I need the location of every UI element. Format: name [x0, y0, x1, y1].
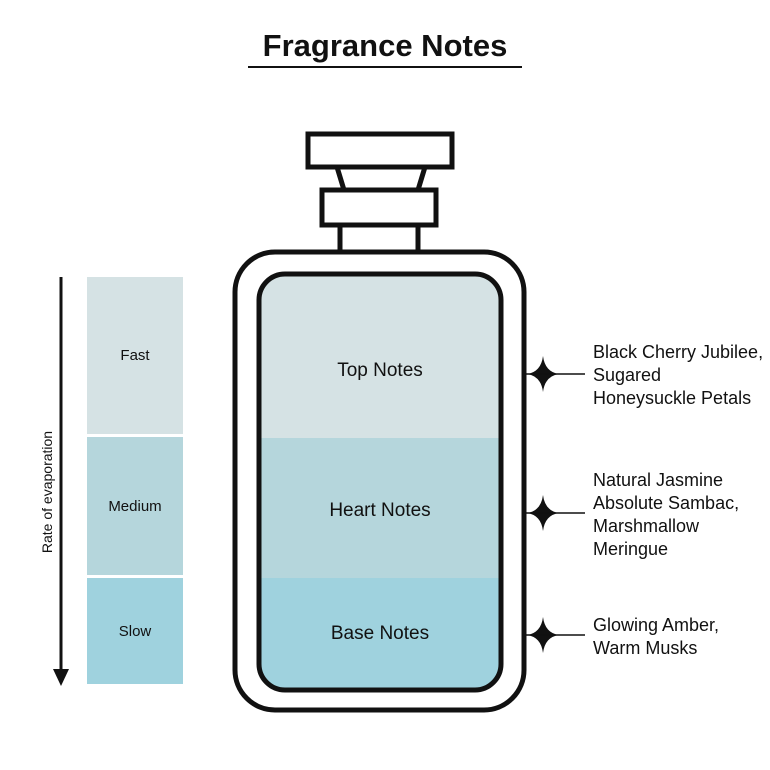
- rate-block-medium: Medium: [87, 437, 183, 575]
- ingredients-base: Glowing Amber, Warm Musks: [593, 615, 720, 658]
- bottle-neck-taper: [334, 164, 428, 193]
- note-label-heart: Heart Notes: [329, 500, 431, 521]
- title-underline: [248, 66, 522, 68]
- bottle-neck: [337, 222, 421, 256]
- rate-label-slow: Slow: [118, 622, 152, 640]
- rate-label-fast: Fast: [120, 347, 150, 364]
- liquid-heart-layer: [259, 438, 501, 578]
- ingredients-top: Black Cherry Jubilee, Sugared Honeysuckl…: [593, 342, 764, 408]
- liquid-top-layer: [259, 274, 501, 438]
- liquid-base-layer: [259, 578, 501, 690]
- arrow-head: [53, 669, 69, 686]
- rate-block-fast: Fast: [87, 277, 183, 434]
- bottle-cap: [305, 131, 455, 170]
- rate-block-slow: Slow: [87, 578, 183, 684]
- rate-label-medium: Medium: [108, 497, 162, 515]
- diagram-title: Fragrance Notes: [262, 28, 508, 63]
- liquid-layers: [259, 274, 501, 690]
- bottle-inner-outline: [256, 271, 504, 693]
- note-label-base: Base Notes: [330, 623, 430, 644]
- bottle-collar: [319, 187, 439, 228]
- note-label-top: Top Notes: [337, 360, 423, 381]
- ingredients-heart: Natural Jasmine Absolute Sambac, Marshma…: [593, 470, 740, 559]
